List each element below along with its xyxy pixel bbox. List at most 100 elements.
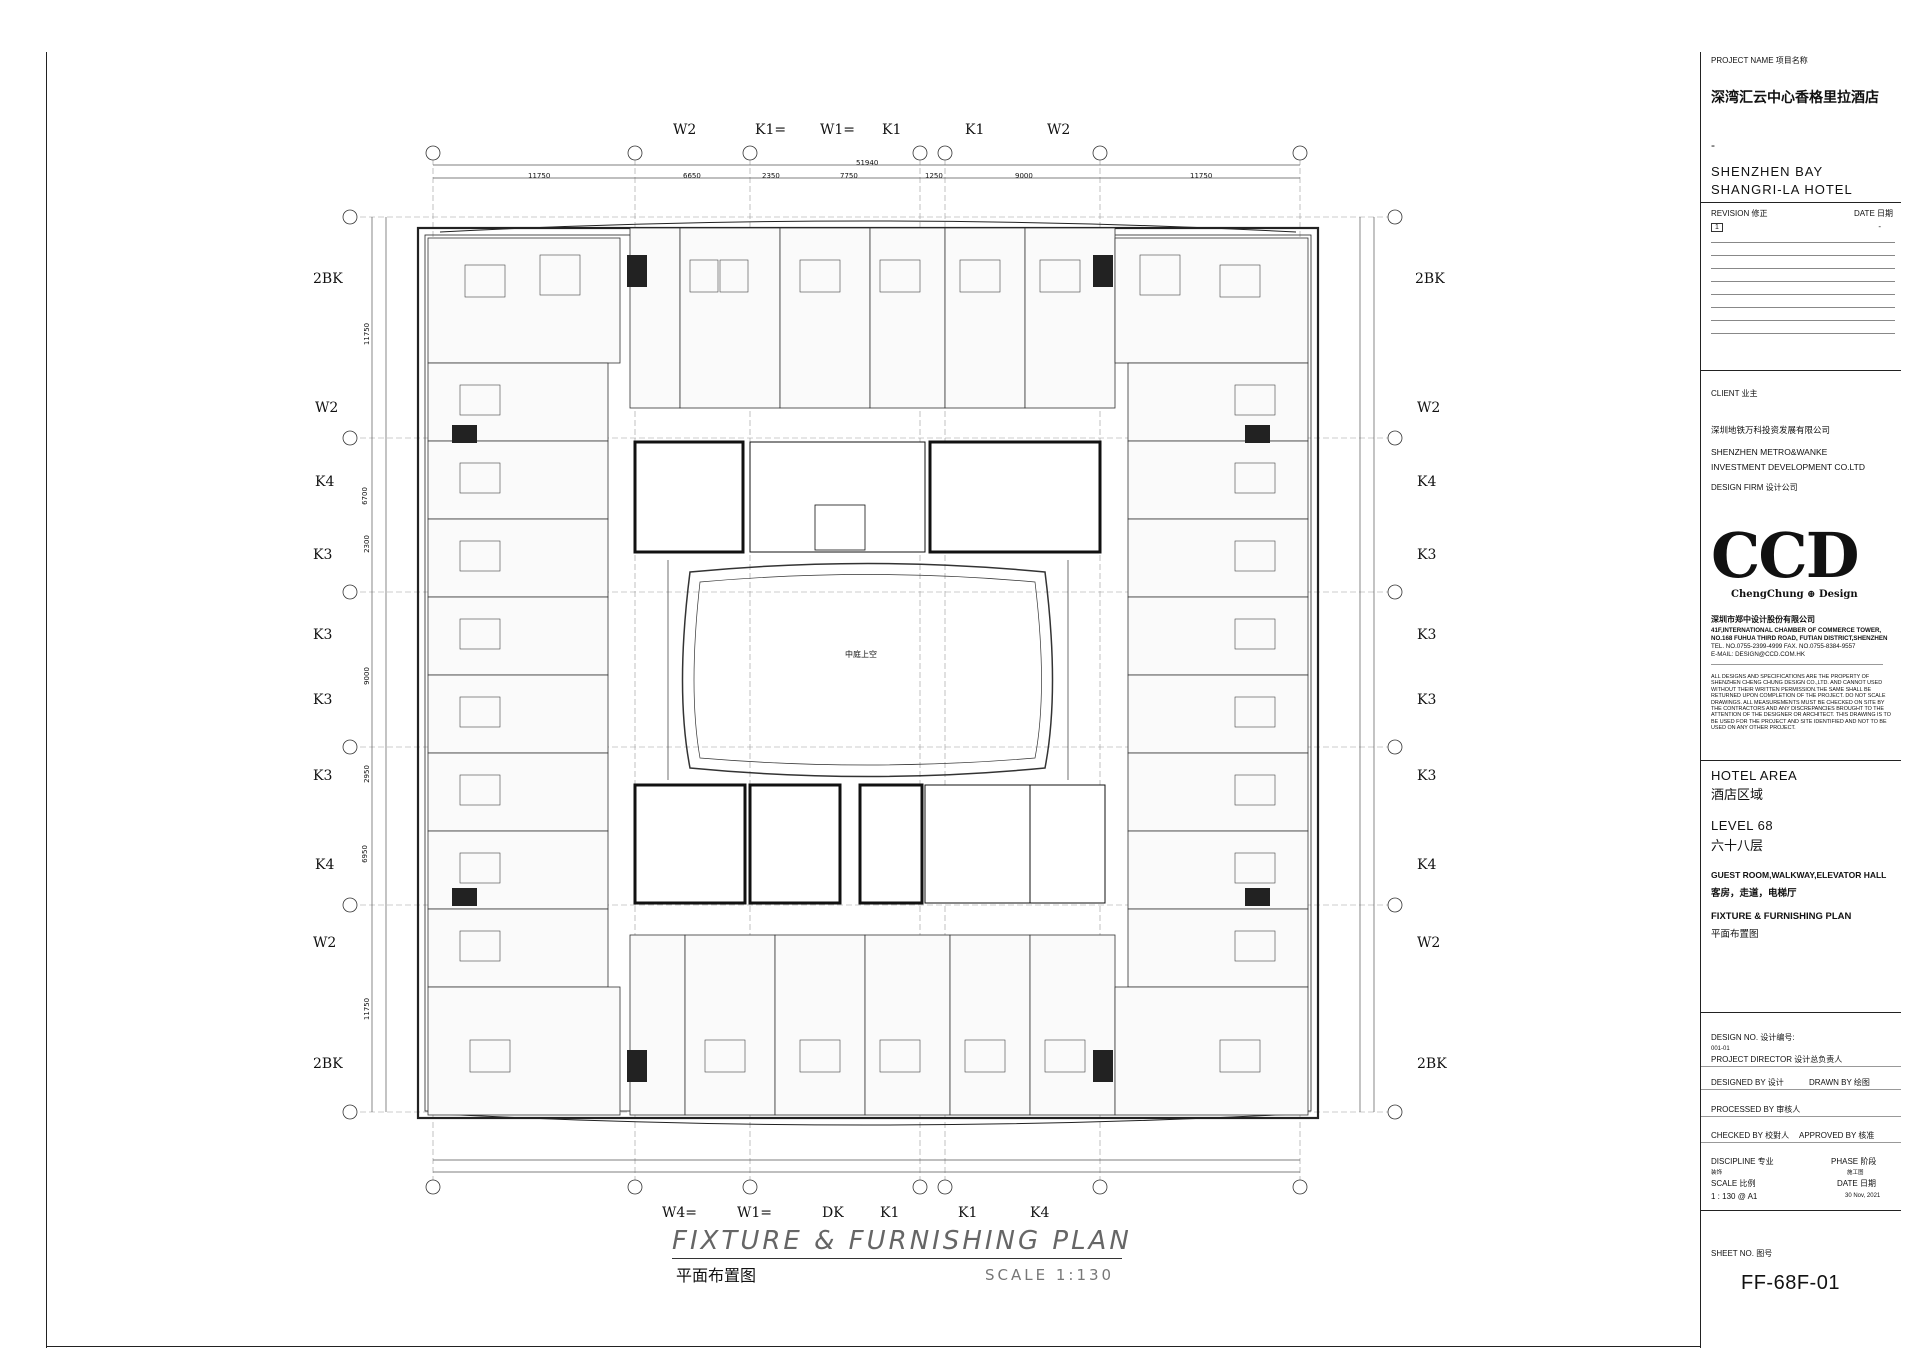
level-zh: 六十八层 [1711, 838, 1764, 853]
unit-label-right: W2 [1417, 935, 1441, 951]
date-label: DATE 日期 [1854, 209, 1893, 218]
unit-label-left: 2BK [313, 271, 343, 287]
date2-label: DATE 日期 [1837, 1179, 1876, 1188]
dim-side: 11750 [363, 322, 372, 346]
plan-en: FIXTURE & FURNISHING PLAN [1711, 911, 1852, 922]
unit-label-left: K4 [315, 474, 335, 490]
unit-label-left: K3 [313, 547, 333, 563]
revision-mark-icon: 1 [1711, 223, 1723, 232]
project-name-label: PROJECT NAME 项目名称 [1711, 56, 1808, 65]
dim-side: 2950 [362, 765, 371, 783]
project-director-label: PROJECT DIRECTOR 设计总负责人 [1711, 1055, 1843, 1064]
date-value: 30 Nov, 2021 [1845, 1193, 1881, 1199]
design-no-label: DESIGN NO. 设计编号: [1711, 1033, 1795, 1042]
firm-addr-1: 41F,INTERNATIONAL CHAMBER OF COMMERCE TO… [1711, 627, 1882, 634]
client-en-1: SHENZHEN METRO&WANKE [1711, 447, 1828, 457]
unit-label-top: W2 [1047, 122, 1071, 138]
client-label: CLIENT 业主 [1711, 389, 1758, 398]
unit-label-left: K4 [315, 857, 335, 873]
unit-label-right: W2 [1417, 400, 1441, 416]
core-bottom [633, 783, 1106, 905]
dim-side: 6950 [360, 845, 369, 863]
revision-date: - [1878, 222, 1881, 231]
plan-zh: 平面布置图 [1711, 929, 1759, 940]
scale-value: 1 : 130 @ A1 [1711, 1192, 1758, 1201]
dim-top-overall: 51940 [856, 159, 879, 167]
plan-title-underline [672, 1258, 1122, 1259]
project-dash: - [1711, 138, 1715, 152]
firm-addr-2: NO.168 FUHUA THIRD ROAD, FUTIAN DISTRICT… [1711, 635, 1888, 642]
dim-top-7: 11750 [1190, 172, 1213, 180]
unit-label-bottom: DK [822, 1205, 844, 1221]
unit-label-right: K4 [1417, 857, 1437, 873]
revision-lines [1711, 230, 1895, 334]
guest-room-ring [427, 227, 1309, 1116]
dim-top-2: 6650 [683, 172, 701, 180]
plan-scale: SCALE 1:130 [985, 1266, 1115, 1284]
revision-label: REVISION 修正 [1711, 209, 1768, 218]
content-en: GUEST ROOM,WALKWAY,ELEVATOR HALL [1711, 870, 1887, 880]
area-en: HOTEL AREA [1711, 768, 1798, 783]
unit-label-left: K3 [313, 627, 333, 643]
unit-label-right: 2BK [1415, 271, 1445, 287]
title-block: PROJECT NAME 项目名称 深湾汇云中心香格里拉酒店 - SHENZHE… [1700, 52, 1901, 1348]
phase-label: PHASE 阶段 [1831, 1157, 1877, 1166]
drawing-frame-bottom [46, 1346, 1700, 1347]
scale-label: SCALE 比例 [1711, 1179, 1756, 1188]
dim-top-6: 9000 [1015, 172, 1033, 180]
dim-side: 9000 [362, 667, 371, 685]
dim-top-3: 2350 [762, 172, 780, 180]
unit-label-top: W1= [820, 122, 856, 138]
sheet-no: FF-68F-01 [1741, 1272, 1840, 1294]
client-en-2: INVESTMENT DEVELOPMENT CO.LTD [1711, 462, 1865, 472]
level-en: LEVEL 68 [1711, 818, 1774, 833]
unit-label-left: K3 [313, 768, 333, 784]
plan-title: FIXTURE & FURNISHING PLAN [672, 1226, 1132, 1256]
dim-top-5: 1250 [925, 172, 943, 180]
unit-label-right: 2BK [1417, 1056, 1447, 1072]
unit-label-right: K3 [1417, 692, 1437, 708]
unit-label-bottom: K1 [958, 1205, 978, 1221]
unit-label-top: K1 [965, 122, 985, 138]
project-name-zh: 深湾汇云中心香格里拉酒店 [1711, 89, 1879, 105]
unit-label-top: K1= [755, 122, 787, 138]
unit-label-right: K4 [1417, 474, 1437, 490]
furniture [459, 254, 1276, 1073]
checked-by-label: CHECKED BY 校對人 [1711, 1131, 1790, 1140]
ccd-logo: CCD [1711, 519, 1859, 592]
design-no: 001-01 [1711, 1046, 1730, 1052]
client-zh: 深圳地铁万科投资发展有限公司 [1711, 425, 1831, 435]
discipline-value: 装饰 [1711, 1170, 1723, 1176]
project-name-en-1: SHENZHEN BAY [1711, 164, 1824, 179]
disclaimer: ALL DESIGNS AND SPECIFICATIONS ARE THE P… [1711, 674, 1891, 732]
designed-by-label: DESIGNED BY 设计 [1711, 1078, 1784, 1087]
firm-email: E-MAIL: DESIGN@CCD.COM.HK [1711, 651, 1805, 658]
grid-bubbles [342, 145, 1403, 1195]
unit-label-bottom: W4= [662, 1205, 698, 1221]
dimension-lines [371, 164, 1375, 1173]
firm-zh: 深圳市郑中设计股份有限公司 [1711, 615, 1815, 624]
floor-plan: 中庭上空 [342, 145, 1403, 1195]
phase-value: 施工图 [1847, 1170, 1864, 1176]
unit-label-bottom: W1= [737, 1205, 773, 1221]
unit-label-left: W2 [313, 935, 337, 951]
unit-label-left: W2 [315, 400, 339, 416]
unit-label-right: K3 [1417, 547, 1437, 563]
area-zh: 酒店区域 [1711, 787, 1764, 802]
core-top [633, 440, 1102, 554]
design-firm-label: DESIGN FIRM 设计公司 [1711, 483, 1798, 492]
atrium-label: 中庭上空 [845, 649, 877, 659]
unit-label-bottom: K4 [1030, 1205, 1050, 1221]
project-name-en-2: SHANGRI-LA HOTEL [1711, 182, 1853, 197]
structure-blocks [452, 255, 1270, 1082]
dim-side: 2300 [362, 535, 371, 553]
dim-side: 11750 [363, 997, 372, 1021]
dim-side: 6700 [360, 487, 369, 505]
approved-by-label: APPROVED BY 核准 [1799, 1131, 1875, 1140]
drawn-by-label: DRAWN BY 绘图 [1809, 1078, 1870, 1087]
revision-row: 1 - [1711, 222, 1895, 232]
firm-tel: TEL. NO.0755-2399-4999 FAX. NO.0755-8384… [1711, 643, 1856, 650]
unit-label-left: 2BK [313, 1056, 343, 1072]
ccd-logo-sub: ChengChung ⊕ Design [1731, 589, 1858, 600]
atrium [667, 560, 1069, 780]
